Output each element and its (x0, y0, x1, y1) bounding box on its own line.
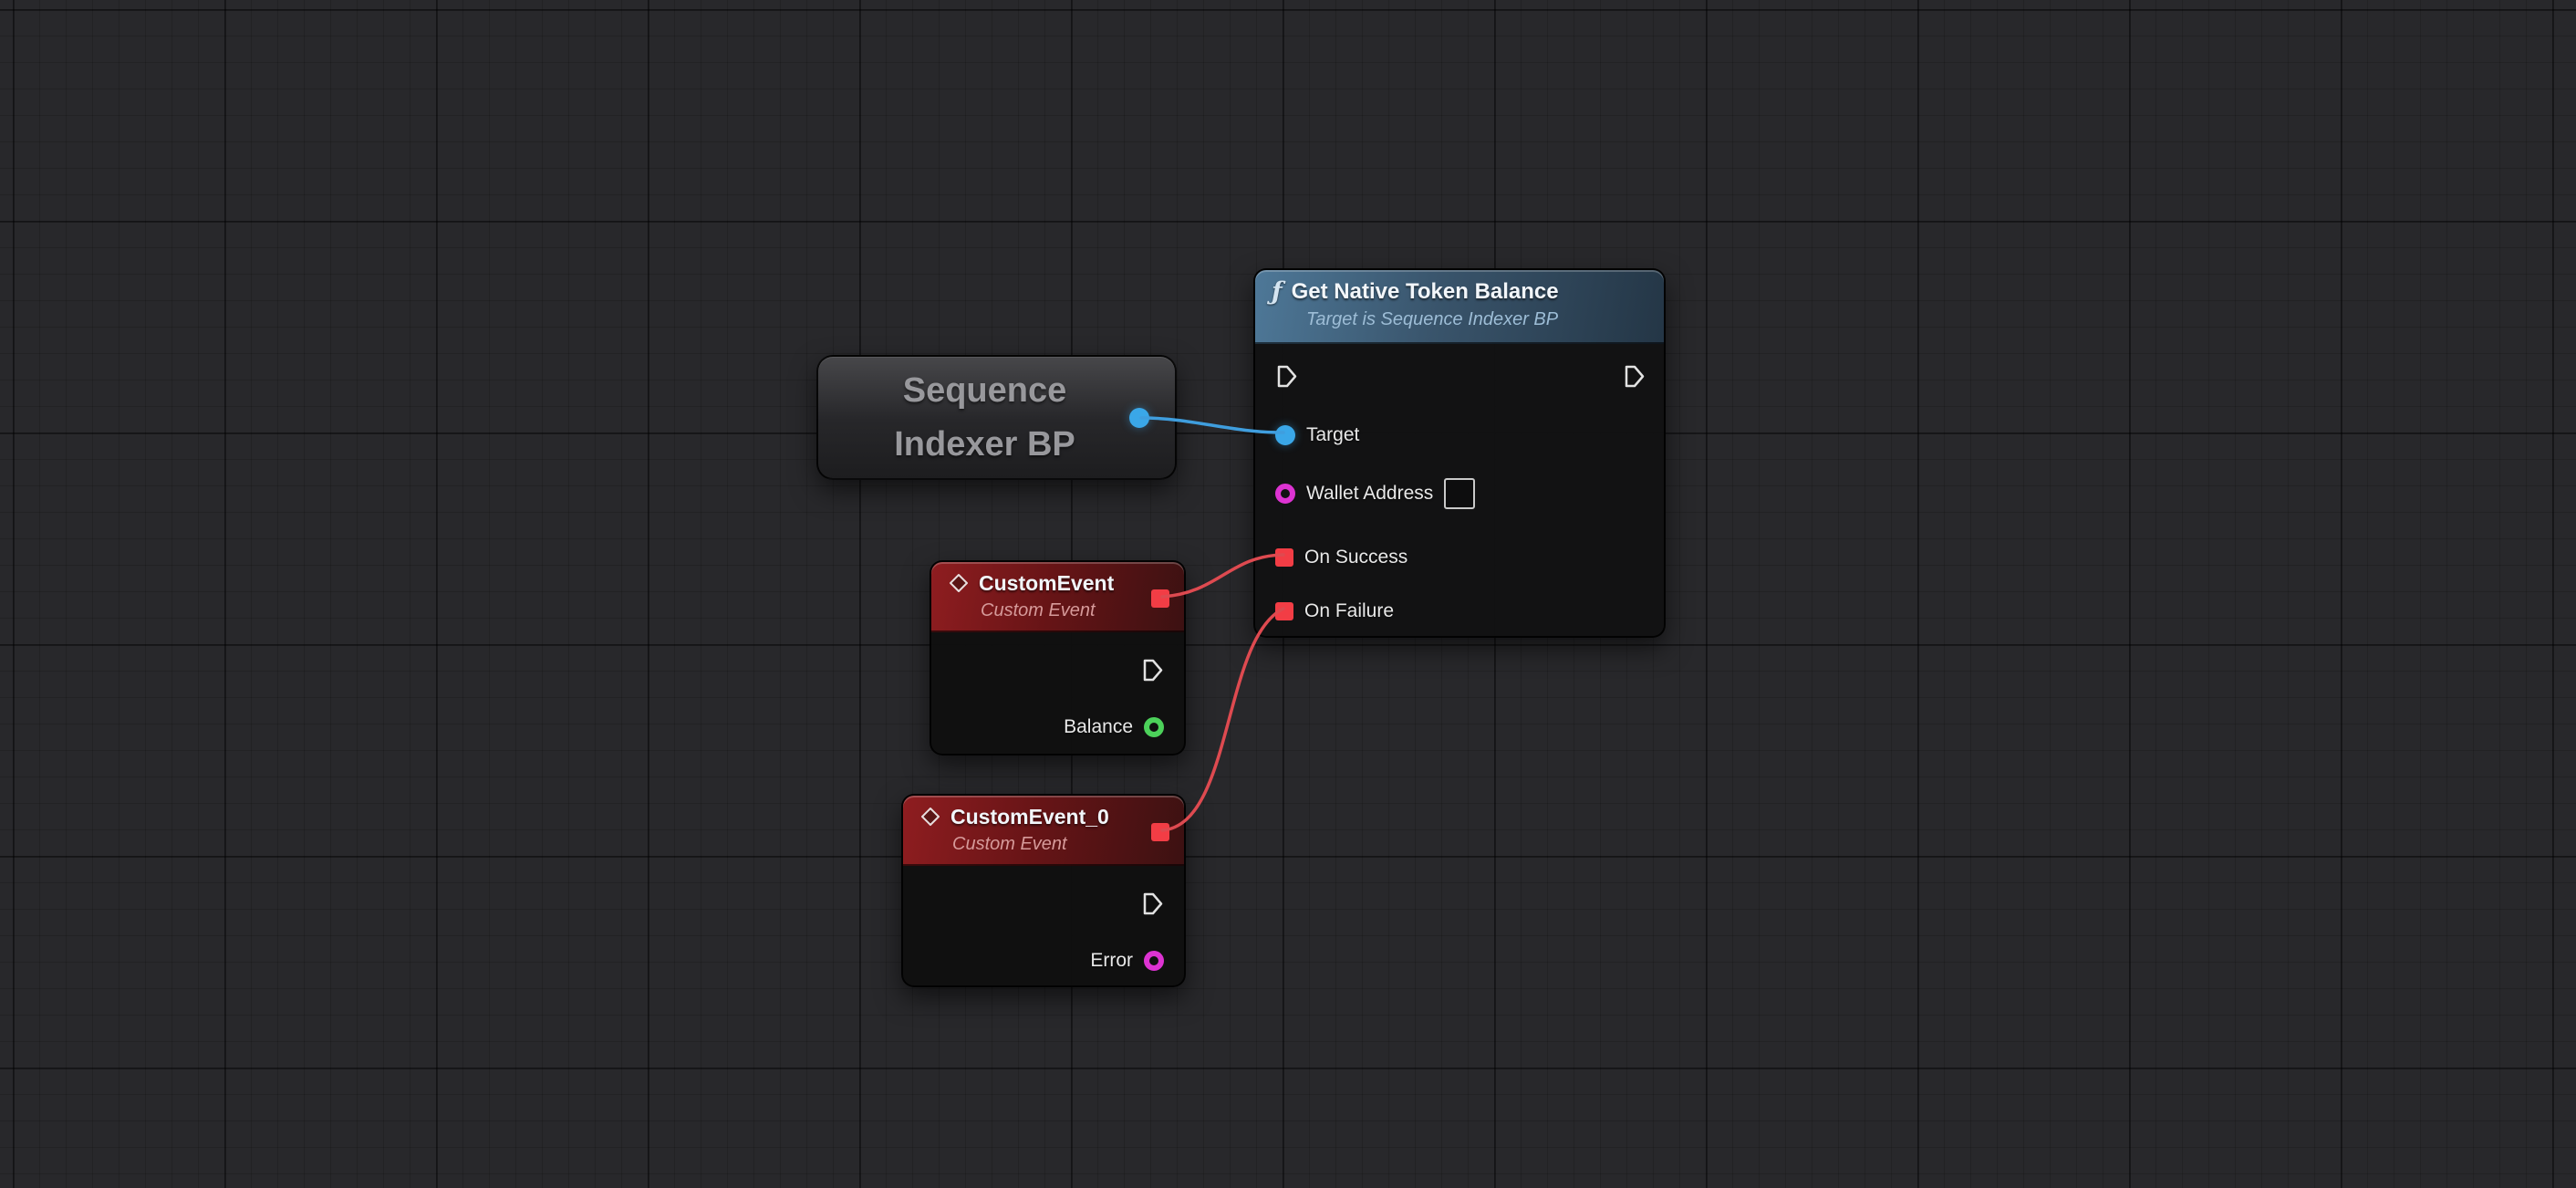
function-node-title: Get Native Token Balance (1291, 279, 1559, 304)
event-delegate-output-pin[interactable] (1151, 589, 1169, 608)
variable-title-line2: Indexer BP (894, 424, 1075, 464)
function-node-get-native-token-balance[interactable]: ƒ Get Native Token Balance Target is Seq… (1253, 268, 1666, 638)
exec-output-pin[interactable] (1623, 364, 1646, 389)
wallet-address-input[interactable] (1444, 478, 1476, 509)
event-delegate-output-pin[interactable] (1151, 823, 1169, 841)
balance-output-pin[interactable] (1144, 717, 1164, 737)
on-failure-pin-label: On Failure (1304, 600, 1395, 621)
function-node-subtitle: Target is Sequence Indexer BP (1306, 309, 1559, 329)
balance-pin-label: Balance (1064, 716, 1133, 737)
event-node-subtitle: Custom Event (981, 600, 1096, 620)
event-node-header: CustomEvent_0 Custom Event (903, 796, 1184, 866)
event-node-title: CustomEvent_0 (950, 805, 1109, 828)
event-node-title: CustomEvent (979, 571, 1115, 595)
exec-output-pin[interactable] (1141, 658, 1164, 683)
exec-output-pin[interactable] (1141, 891, 1164, 916)
event-node-customevent[interactable]: CustomEvent Custom Event Balance (930, 560, 1186, 756)
variable-node-title: Sequence Indexer BP (894, 364, 1099, 472)
custom-event-icon (948, 572, 970, 594)
error-output-pin[interactable] (1144, 951, 1164, 971)
event-node-subtitle: Custom Event (952, 834, 1067, 854)
target-input-pin[interactable] (1275, 425, 1295, 445)
on-failure-delegate-pin[interactable] (1275, 602, 1293, 620)
object-reference-output-pin[interactable] (1129, 407, 1149, 428)
event-node-header: CustomEvent Custom Event (931, 562, 1184, 632)
error-pin-label: Error (1090, 950, 1133, 971)
function-icon: ƒ (1272, 277, 1283, 306)
wallet-address-input-pin[interactable] (1275, 484, 1295, 504)
event-node-customevent-0[interactable]: CustomEvent_0 Custom Event Error (901, 794, 1186, 987)
function-node-header: ƒ Get Native Token Balance Target is Seq… (1255, 270, 1664, 344)
exec-input-pin[interactable] (1275, 364, 1298, 389)
variable-title-line1: Sequence (902, 370, 1067, 410)
variable-node-sequence-indexer-bp[interactable]: Sequence Indexer BP (816, 355, 1177, 480)
wallet-address-pin-label: Wallet Address (1306, 483, 1434, 504)
on-success-pin-label: On Success (1304, 547, 1408, 568)
on-success-delegate-pin[interactable] (1275, 548, 1293, 567)
target-pin-label: Target (1306, 424, 1360, 445)
custom-event-icon (919, 806, 941, 828)
